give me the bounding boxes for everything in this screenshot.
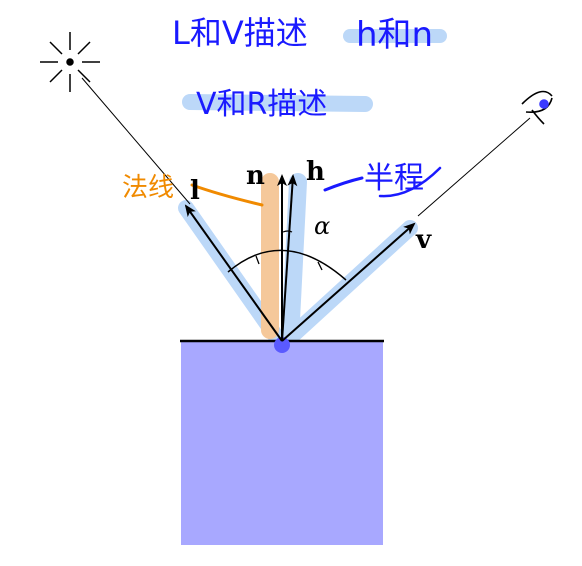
surface-block: [181, 341, 383, 545]
annotation-half-vector: 半程: [364, 161, 424, 196]
alpha-angle-mark: [282, 230, 293, 233]
sun-burst-icon: [40, 32, 100, 92]
vector-l-arrow: [184, 204, 283, 342]
annotation-top-2: V和R描述: [196, 87, 327, 122]
label-l: l: [190, 176, 200, 206]
annotation-top-1b: h和n: [356, 15, 433, 55]
annotation-normal: 法线: [122, 173, 174, 203]
highlight-h: [281, 173, 307, 349]
label-alpha: α: [314, 212, 330, 240]
label-n: n: [246, 161, 265, 191]
vector-h-arrow: [281, 174, 298, 342]
label-h: h: [306, 157, 325, 187]
arc-tick-left: [255, 255, 260, 265]
viewer-guide-line: [417, 117, 531, 217]
incidence-point: [274, 337, 290, 353]
arc-tick-right: [317, 261, 323, 271]
angle-arc: [227, 249, 347, 281]
normal-note-stroke: [190, 183, 264, 207]
label-v: v: [415, 225, 432, 255]
vector-v-arrow: [281, 222, 416, 342]
half-vector-note-underline: [378, 166, 442, 198]
light-guide-line: [81, 77, 191, 205]
half-vector-note-stroke: [323, 176, 364, 192]
annotation-top-1a: L和V描述: [172, 14, 308, 52]
top-line-2-highlight: [182, 94, 373, 112]
eye-icon: [521, 90, 553, 125]
